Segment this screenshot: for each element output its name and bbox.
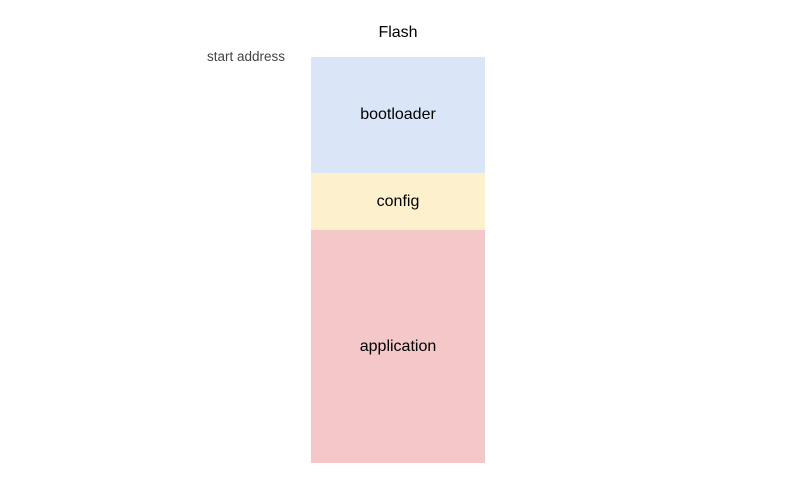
bootloader-label: bootloader bbox=[360, 106, 436, 123]
config-label: config bbox=[376, 192, 420, 210]
config-region: config bbox=[311, 173, 485, 230]
bootloader-region: bootloader bbox=[311, 57, 485, 173]
flash-memory-stack: bootloader config application bbox=[311, 57, 485, 463]
diagram-title: Flash bbox=[378, 24, 418, 41]
application-label: application bbox=[359, 337, 437, 355]
start-address-label: start address bbox=[207, 49, 286, 64]
application-region: application bbox=[311, 230, 485, 463]
